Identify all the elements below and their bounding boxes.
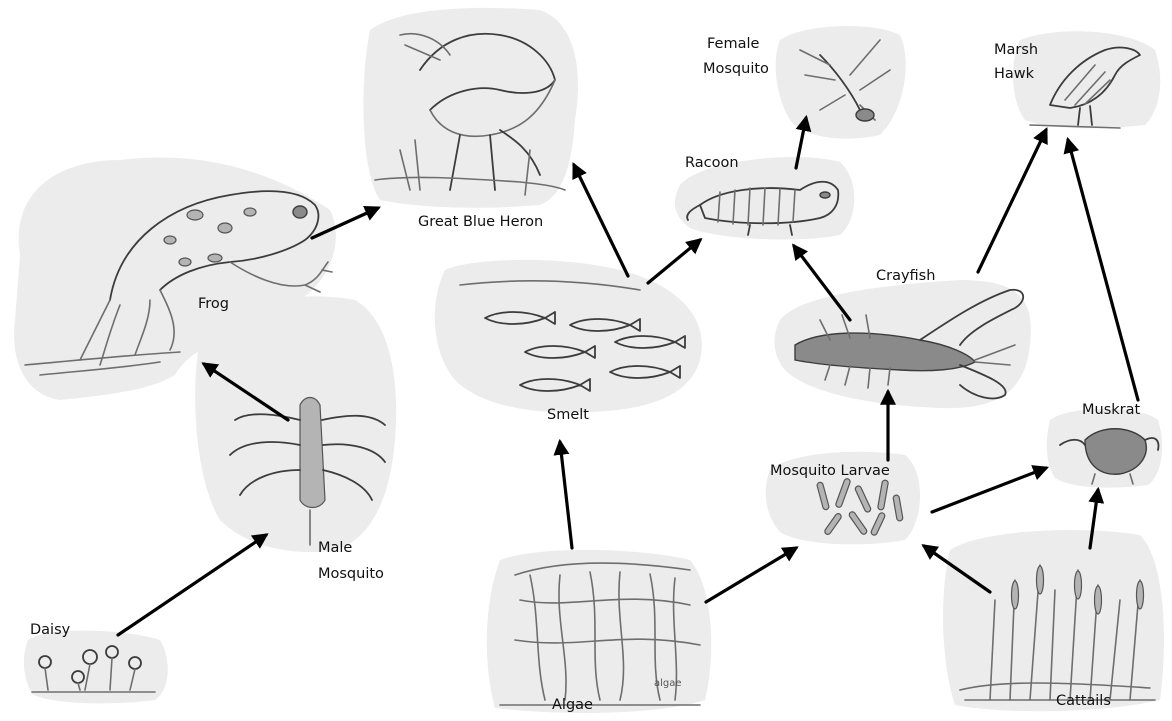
label-daisy: Daisy: [30, 622, 71, 638]
arrow-smelt-to-heron: [574, 165, 628, 276]
label-smelt: Smelt: [547, 407, 589, 423]
male-mosquito-blob: [195, 296, 396, 552]
arrow-crayfish-to-hawk: [978, 130, 1046, 272]
arrow-daisy-to-male-mosquito: [118, 535, 266, 635]
algae-scribble-text: algae: [654, 678, 682, 689]
arrow-smelt-to-racoon: [648, 240, 700, 283]
label-frog: Frog: [198, 296, 229, 312]
label-mosquito-larvae: Mosquito Larvae: [770, 463, 890, 479]
label-algae: Algae: [552, 697, 593, 713]
label-male-mosquito-line1: Male: [318, 540, 352, 556]
female-mosquito-blob: [776, 26, 906, 139]
label-female-mosquito-line2: Mosquito: [703, 61, 769, 77]
label-crayfish: Crayfish: [876, 268, 935, 284]
label-male-mosquito-line2: Mosquito: [318, 566, 384, 582]
label-great-blue-heron: Great Blue Heron: [418, 214, 543, 230]
label-female-mosquito-line1: Female: [707, 36, 760, 52]
arrow-algae-to-larvae: [706, 548, 796, 602]
label-racoon: Racoon: [685, 155, 739, 171]
arrow-algae-to-smelt: [560, 442, 572, 548]
label-marsh-hawk-line1: Marsh: [994, 42, 1038, 58]
label-cattails: Cattails: [1056, 693, 1111, 709]
arrow-muskrat-to-hawk: [1068, 140, 1138, 400]
label-muskrat: Muskrat: [1082, 402, 1140, 418]
label-marsh-hawk-line2: Hawk: [994, 66, 1035, 82]
arrow-larvae-to-muskrat: [932, 468, 1046, 512]
